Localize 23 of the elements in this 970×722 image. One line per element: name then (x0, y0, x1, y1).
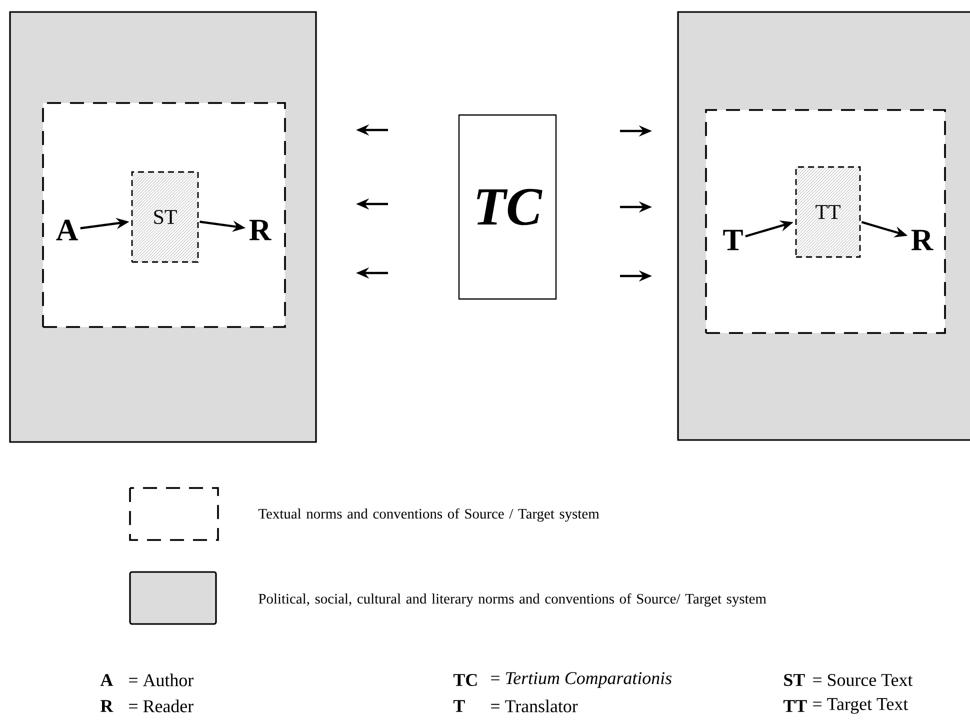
key-text: = Source Text (813, 674, 913, 686)
tc-box: TC (458, 114, 557, 300)
letter-label: A (56, 220, 78, 240)
dashed-box (42, 102, 286, 328)
abbreviation: TC (453, 674, 477, 686)
legend-text: Textual norms and conventions of Source / Target system (258, 508, 600, 522)
letter-label: T (723, 230, 743, 250)
key-text: = Author (129, 674, 194, 686)
letter-label: R (911, 230, 934, 250)
abbreviation: R (100, 700, 114, 712)
abbreviation: A (100, 674, 114, 686)
key-text: = Tertium Comparationis (491, 672, 672, 688)
legend-text: Political, social, cultural and literary norms and conventions of Source/ Target system (258, 593, 766, 607)
abbreviation: T (453, 700, 465, 712)
hatched-text-box: TT (795, 166, 861, 258)
dashed-box (705, 109, 946, 334)
hatched-text-box: ST (131, 171, 199, 263)
abbreviation: ST (784, 674, 805, 686)
key-text: = Target Text (813, 698, 908, 714)
letter-label: R (249, 220, 272, 240)
abbreviation: TT (783, 700, 807, 712)
key-text: = Reader (129, 700, 194, 712)
key-text: = Translator (491, 700, 578, 712)
